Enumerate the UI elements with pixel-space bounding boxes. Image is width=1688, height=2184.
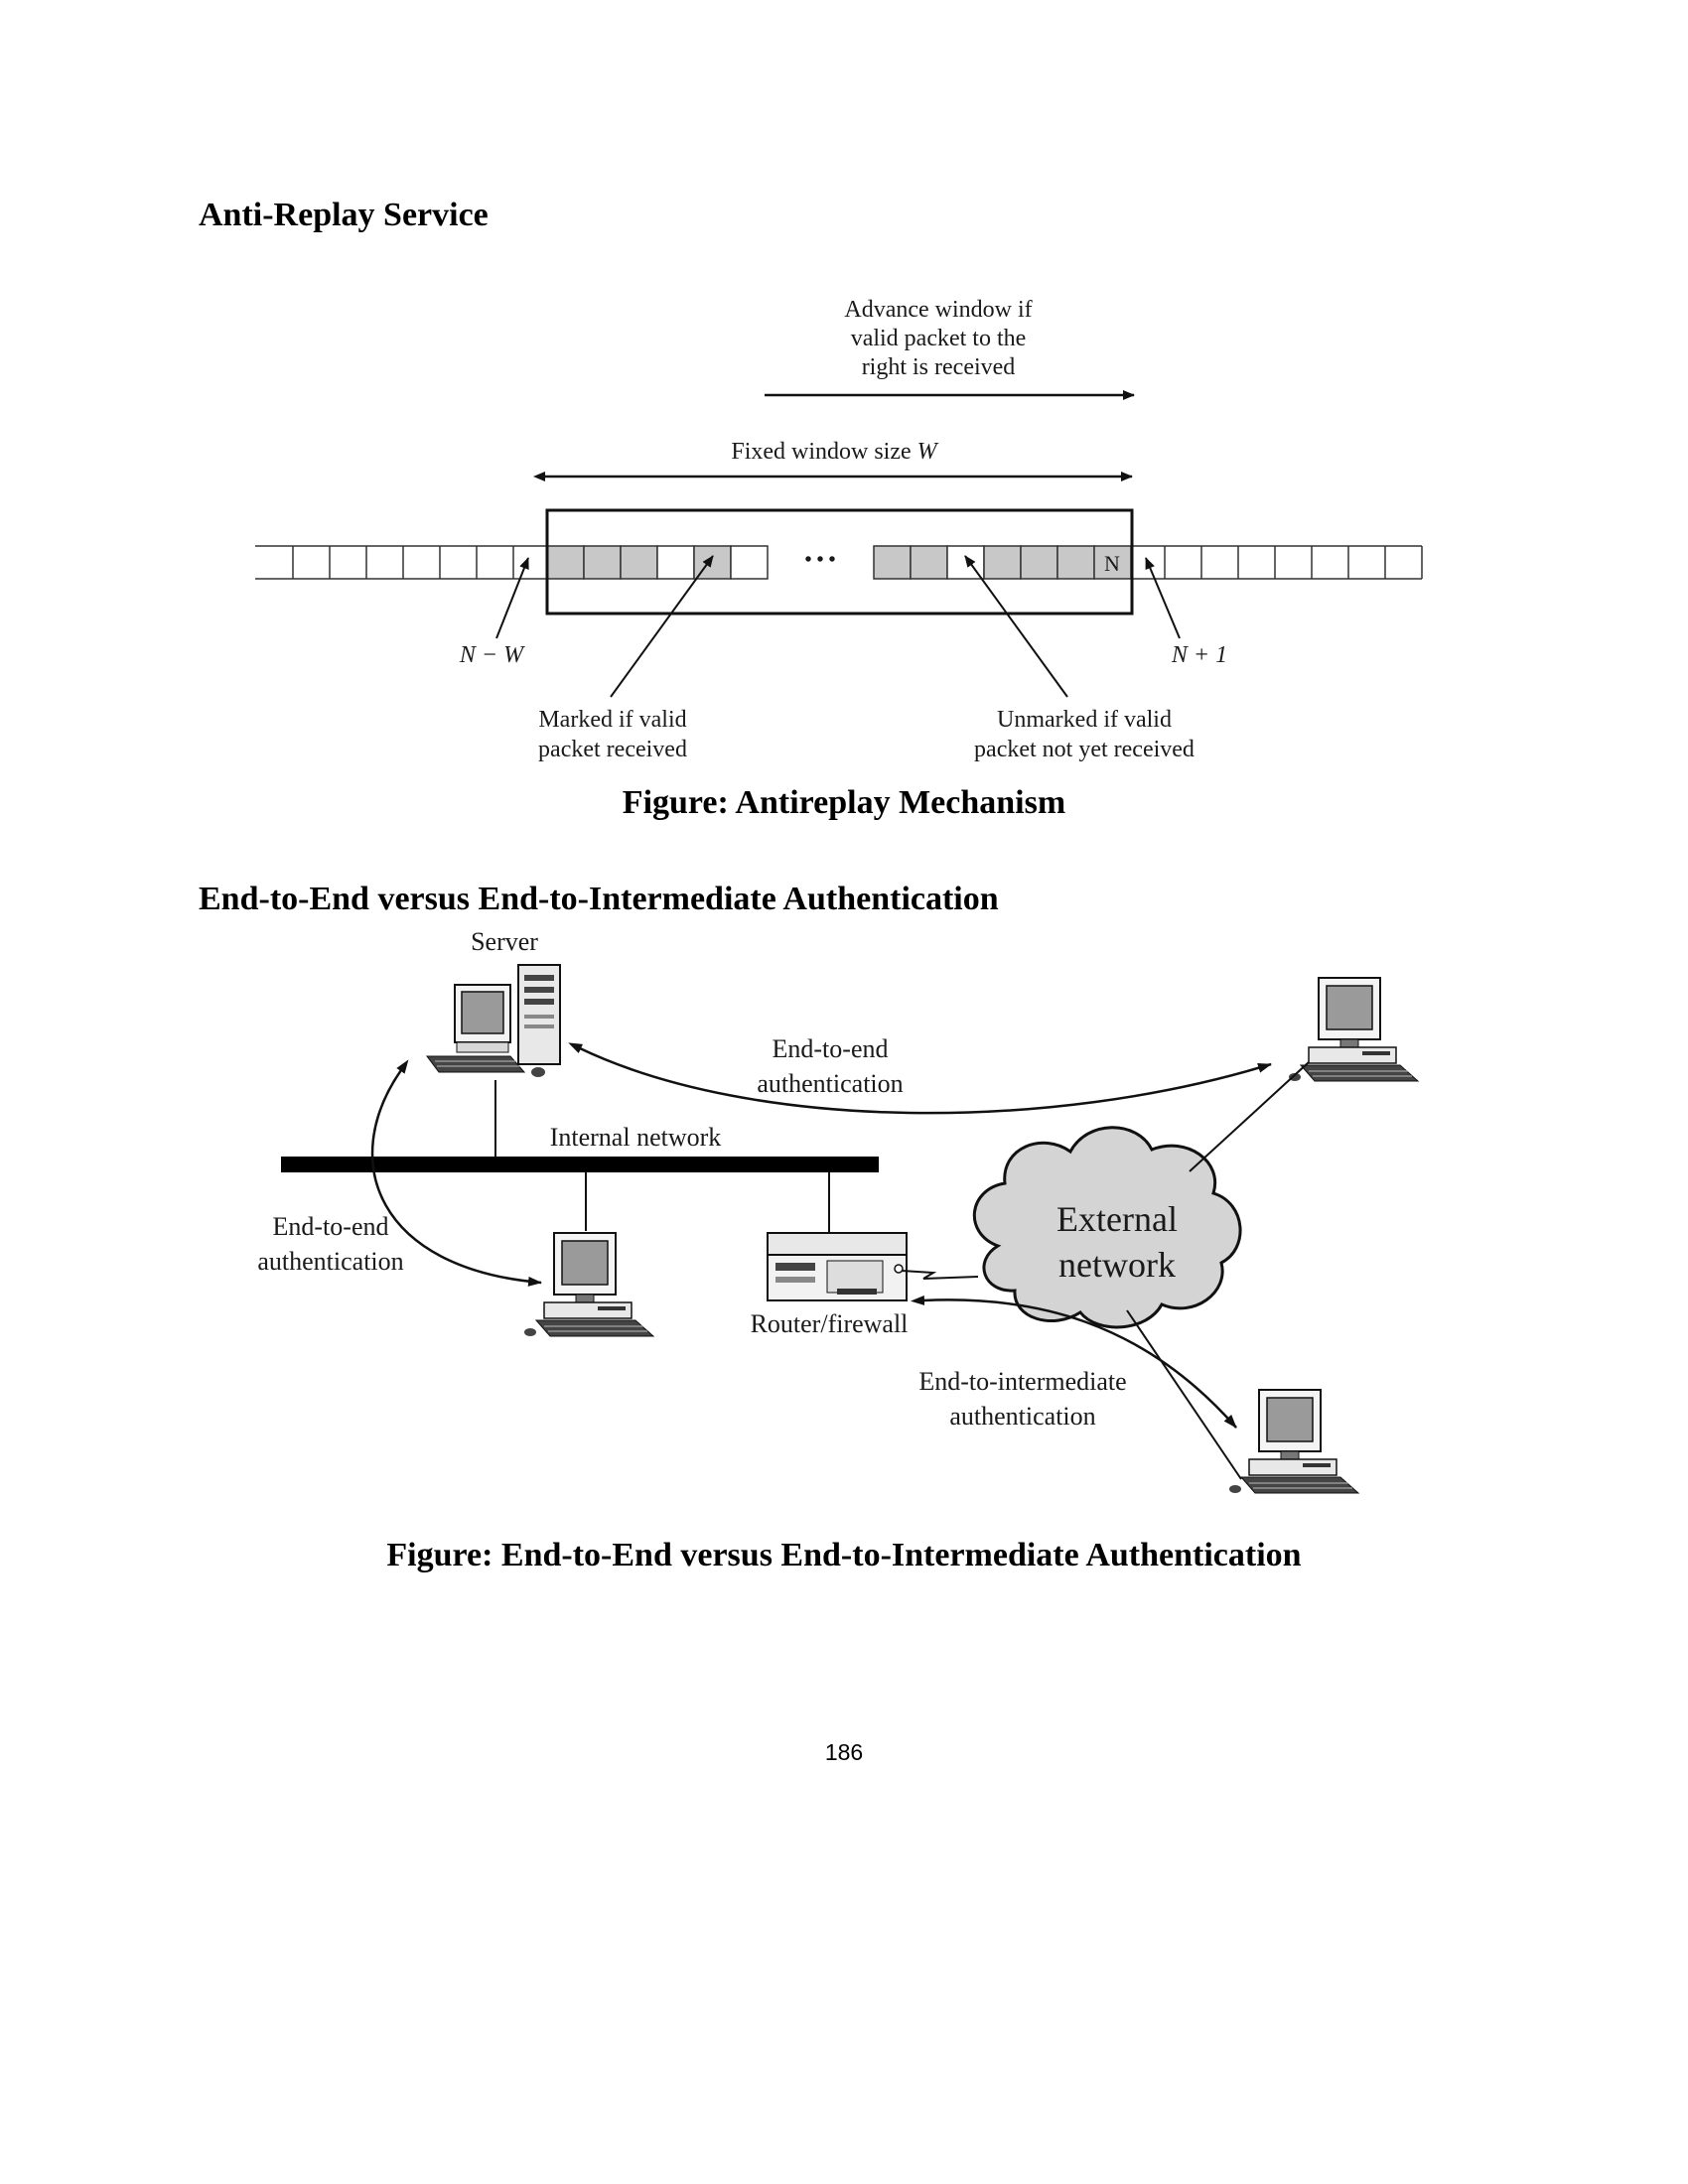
n-plus-1-pointer [1145, 557, 1181, 639]
packet-cell-unmarked [656, 545, 695, 580]
authentication-diagram: Server Internal network [257, 927, 1419, 1494]
section-heading-authentication: End-to-End versus End-to-Intermediate Au… [199, 881, 999, 917]
e2e-top-line2: authentication [757, 1069, 903, 1098]
packet-cell-marked [583, 545, 622, 580]
cloud-to-top-pc-link [1189, 1061, 1310, 1172]
e2e-top-line1: End-to-end [773, 1034, 889, 1063]
window-cells-left [546, 545, 769, 580]
packet-cell-marked [983, 545, 1022, 580]
cloud-to-bottom-pc-link [1126, 1309, 1242, 1480]
packet-cell-unmarked [730, 545, 769, 580]
page-number: 186 [824, 1739, 864, 1765]
e2i-arrow [911, 1295, 1237, 1429]
n-cell-label: N [1104, 551, 1120, 576]
advance-text-line3: right is received [862, 354, 1016, 380]
internal-network-bus [281, 1157, 879, 1172]
figure-caption-antireplay: Figure: Antireplay Mechanism [622, 784, 1066, 821]
remote-computer-top-icon [1288, 977, 1419, 1082]
internal-computer-icon [523, 1232, 654, 1337]
internal-network-label: Internal network [550, 1123, 722, 1152]
e2i-line2: authentication [949, 1402, 1095, 1431]
packet-cell-marked [546, 545, 585, 580]
packet-cell-n [1093, 545, 1132, 580]
packet-strip [255, 545, 1423, 580]
remote-computer-bottom-icon [1228, 1389, 1359, 1494]
ellipsis: • • • [804, 549, 835, 571]
figure-caption-authentication: Figure: End-to-End versus End-to-Interme… [386, 1537, 1302, 1573]
server-label: Server [471, 927, 538, 956]
packet-cell-marked [910, 545, 948, 580]
router-firewall-icon [767, 1232, 908, 1301]
advance-text-line2: valid packet to the [851, 326, 1027, 351]
window-cells-right [873, 545, 1132, 580]
fixed-window-label: Fixed window size W [731, 439, 938, 465]
packet-cell-marked [1020, 545, 1058, 580]
e2e-left-line2: authentication [257, 1247, 403, 1276]
section-heading-anti-replay: Anti-Replay Service [199, 197, 489, 233]
n-minus-w-label: N − W [459, 642, 525, 668]
n-minus-w-pointer [495, 557, 529, 639]
unmarked-label-line2: packet not yet received [974, 737, 1195, 762]
router-firewall-label: Router/firewall [751, 1309, 909, 1338]
window-frame [545, 508, 1134, 615]
external-network-line2: network [1058, 1245, 1176, 1285]
n-plus-1-label: N + 1 [1171, 642, 1227, 668]
router-to-cloud-link [901, 1270, 979, 1280]
advance-text-line1: Advance window if [844, 297, 1032, 323]
marked-label-line2: packet received [538, 737, 687, 762]
e2e-top-arrow [568, 1042, 1272, 1115]
packet-cell-marked [1056, 545, 1095, 580]
external-network-line1: External [1056, 1199, 1178, 1239]
e2e-left-line1: End-to-end [273, 1212, 389, 1241]
unmarked-label-line1: Unmarked if valid [997, 707, 1172, 733]
server-computer-icon [426, 964, 561, 1077]
marked-pointer [610, 555, 714, 698]
e2i-line1: End-to-intermediate [918, 1367, 1126, 1396]
e2e-left-arrow [370, 1059, 542, 1287]
packet-cell-marked [620, 545, 658, 580]
antireplay-diagram: Advance window if valid packet to the ri… [255, 297, 1423, 762]
marked-label-line1: Marked if valid [538, 707, 686, 733]
packet-cell-marked [873, 545, 912, 580]
unmarked-pointer [964, 555, 1068, 698]
